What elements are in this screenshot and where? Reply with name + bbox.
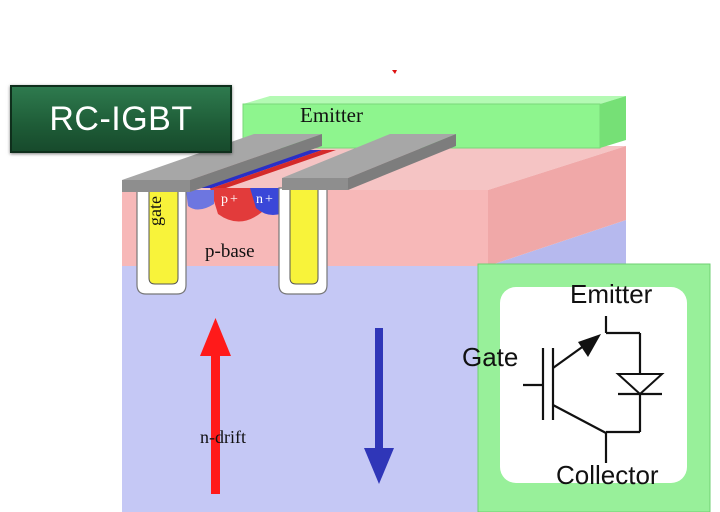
left-n-plus-region — [186, 190, 214, 210]
down-current-arrow — [364, 328, 394, 484]
right-trench-poly — [289, 187, 319, 285]
emitter-metal-top — [243, 96, 626, 104]
right-gate-contact-front — [282, 178, 348, 190]
p-plus-label: p+ — [221, 192, 240, 207]
symbol-emitter-label: Emitter — [570, 279, 653, 309]
left-trench-poly — [148, 187, 179, 285]
symbol-collector-label: Collector — [556, 460, 659, 490]
title-badge: RC-IGBT — [10, 85, 232, 153]
right-gate-contact-side — [348, 134, 456, 190]
left-gate-contact-top — [122, 134, 322, 180]
left-gate-contact-front — [122, 180, 190, 192]
p-base-label: p-base — [205, 241, 255, 262]
doping-stripe-red — [212, 150, 336, 188]
gate-label: gate — [145, 196, 165, 226]
n-plus-label: n+ — [256, 192, 275, 207]
p-plus-region — [210, 188, 262, 222]
emitter-arrowhead — [578, 334, 601, 357]
diode-triangle — [615, 373, 665, 396]
left-gate-contact-side — [190, 134, 322, 192]
p-base-side-face — [488, 146, 626, 266]
right-gate-contact-top — [282, 134, 456, 178]
n-drift-region — [122, 266, 488, 512]
emitter-contact-label: Emitter — [300, 103, 363, 127]
n-drift-label: n-drift — [200, 427, 246, 447]
marker-tick — [392, 70, 397, 74]
igbt-symbol — [523, 316, 662, 463]
symbol-gate-label: Gate — [462, 342, 519, 372]
up-current-arrow — [200, 318, 231, 494]
emitter-metal-side — [600, 96, 626, 148]
